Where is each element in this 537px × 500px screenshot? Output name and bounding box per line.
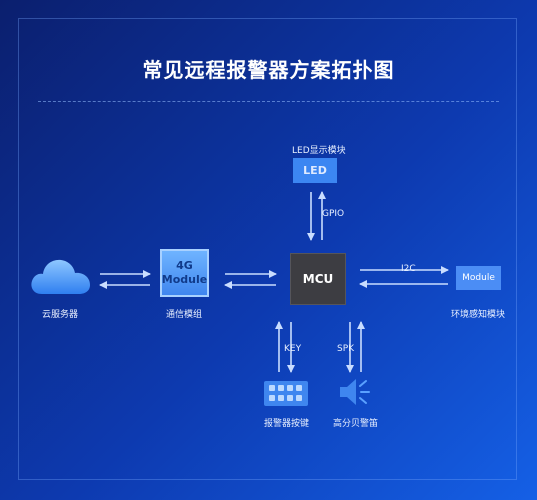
spk-label: SPK (337, 344, 355, 354)
4g-module-line2: Module (161, 273, 208, 286)
env-module-label: 环境感知模块 (451, 310, 506, 320)
alarm-keypad-label: 报警器按键 (264, 419, 310, 429)
diagram-frame (18, 18, 517, 480)
4g-module-box: 4G Module (160, 249, 209, 297)
led-module-label: LED显示模块 (292, 146, 346, 156)
gpio-label: GPIO (322, 209, 345, 219)
cloud-icon (31, 259, 90, 294)
keypad-icon (264, 381, 308, 406)
led-box: LED (293, 158, 337, 183)
key-label: KEY (284, 344, 302, 354)
4g-module-line1: 4G (176, 259, 193, 272)
comm-module-label: 通信模组 (166, 310, 203, 320)
mcu-box: MCU (291, 254, 345, 304)
env-module-box: Module (456, 266, 501, 290)
title-divider (38, 101, 499, 102)
diagram-title: 常见远程报警器方案拓扑图 (142, 58, 395, 82)
speaker-icon (340, 379, 370, 405)
cloud-server-label: 云服务器 (42, 310, 79, 320)
siren-label: 高分贝警笛 (333, 419, 379, 429)
i2c-label: I2C (401, 264, 416, 274)
